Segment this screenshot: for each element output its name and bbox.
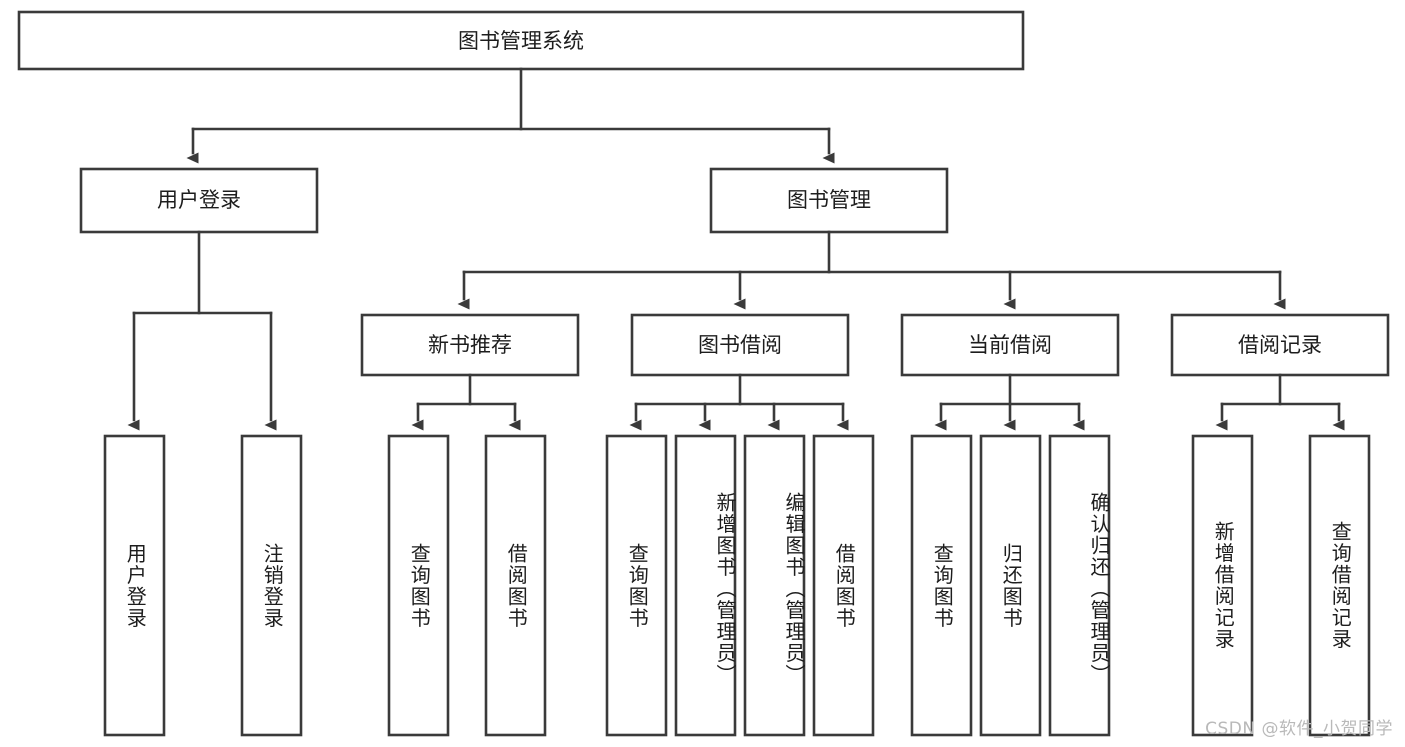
leaf-box-recommend-borrow-book[interactable] xyxy=(484,434,547,737)
node-new-book-recommend-box[interactable] xyxy=(360,313,580,377)
node-book-manage-label: 图书管理 xyxy=(787,188,871,212)
node-new-book-recommend-label: 新书推荐 xyxy=(428,333,512,357)
leaf-box-borrow-edit-book[interactable] xyxy=(743,434,806,737)
leaf-box-user-login[interactable] xyxy=(103,434,166,737)
node-borrow-record-box[interactable] xyxy=(1170,313,1390,377)
node-root-label: 图书管理系统 xyxy=(458,29,584,53)
node-book-borrow-box[interactable] xyxy=(630,313,850,377)
leaf-box-current-query-book[interactable] xyxy=(910,434,973,737)
csdn-watermark: CSDN @软件_小贺同学 xyxy=(1205,719,1393,739)
leaf-box-borrow-add-book[interactable] xyxy=(674,434,737,737)
node-current-borrow-box[interactable] xyxy=(900,313,1120,377)
node-book-manage-box[interactable] xyxy=(709,167,949,234)
leaf-box-borrow-lend-book[interactable] xyxy=(812,434,875,737)
leaf-box-logout[interactable] xyxy=(240,434,303,737)
leaf-box-record-query[interactable] xyxy=(1308,434,1371,737)
node-borrow-record-label: 借阅记录 xyxy=(1238,333,1322,357)
leaf-box-current-return-book[interactable] xyxy=(979,434,1042,737)
leaf-box-current-confirm-return[interactable] xyxy=(1048,434,1111,737)
leaf-box-recommend-query-book[interactable] xyxy=(387,434,450,737)
leaf-box-borrow-query-book[interactable] xyxy=(605,434,668,737)
node-book-borrow-label: 图书借阅 xyxy=(698,333,782,357)
leaf-box-record-add[interactable] xyxy=(1191,434,1254,737)
node-user-login-label: 用户登录 xyxy=(157,188,241,212)
node-root-box[interactable] xyxy=(17,10,1025,71)
node-current-borrow-label: 当前借阅 xyxy=(968,333,1052,357)
